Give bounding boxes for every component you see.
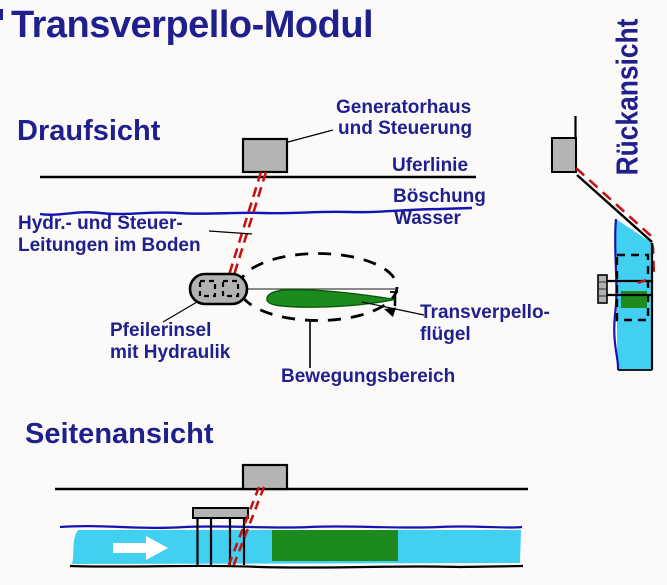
label-wing-line1: Transverpello- <box>420 302 550 323</box>
label-hydraulics-line1: Hydr.- und Steuer- <box>18 213 183 234</box>
hydraulic-line-top-a <box>227 171 263 276</box>
label-generator-house-line2: und Steuerung <box>338 118 473 139</box>
hydraulic-tip-rear <box>637 278 647 285</box>
label-top-view: Draufsicht <box>17 115 161 147</box>
wing-rear-view <box>621 291 647 308</box>
movement-area-rear <box>615 253 650 322</box>
label-side-view: Seitenansicht <box>25 418 214 450</box>
embankment-water-line <box>39 206 473 216</box>
pier-platform-side <box>192 507 249 519</box>
wing-pointer-arrowhead <box>384 307 396 317</box>
rear-slope-line <box>576 174 653 243</box>
label-shoreline: Uferlinie <box>392 155 469 176</box>
side-water-surface-line <box>59 525 523 529</box>
generator-pointer-line <box>287 129 334 143</box>
label-wing-line2: flügel <box>420 324 471 345</box>
label-hydraulics-line2: Leitungen im Boden <box>18 235 201 256</box>
pier-hydraulic-unit-1 <box>198 279 217 298</box>
label-pier-island-line2: mit Hydraulik <box>110 342 231 363</box>
label-pier-island-line1: Pfeilerinsel <box>110 320 212 341</box>
pier-pointer-line <box>162 301 198 323</box>
hydraulic-line-rear <box>575 167 656 279</box>
hydraulic-line-top-b <box>232 171 268 276</box>
side-river-bottom-line <box>69 564 524 569</box>
label-water: Wasser <box>394 208 461 229</box>
label-generator-house-line1: Generatorhaus <box>336 97 472 118</box>
flow-arrow <box>113 536 168 560</box>
rear-water-left-edge <box>613 218 620 371</box>
pier-hydraulic-unit-2 <box>221 279 240 298</box>
hydraulic-pointer-line <box>208 230 253 235</box>
generator-house-top <box>241 137 289 174</box>
stray-mark <box>0 9 3 20</box>
generator-house-side <box>241 463 289 491</box>
movement-area-ellipse <box>237 252 399 322</box>
wing-side-view <box>272 530 398 561</box>
label-embankment: Böschung <box>393 186 486 207</box>
generator-house-rear <box>551 137 577 173</box>
page-title: Transverpello-Modul <box>11 4 374 46</box>
label-movement-area: Bewegungsbereich <box>281 366 456 387</box>
label-rear-view: Rückansicht <box>609 18 645 176</box>
